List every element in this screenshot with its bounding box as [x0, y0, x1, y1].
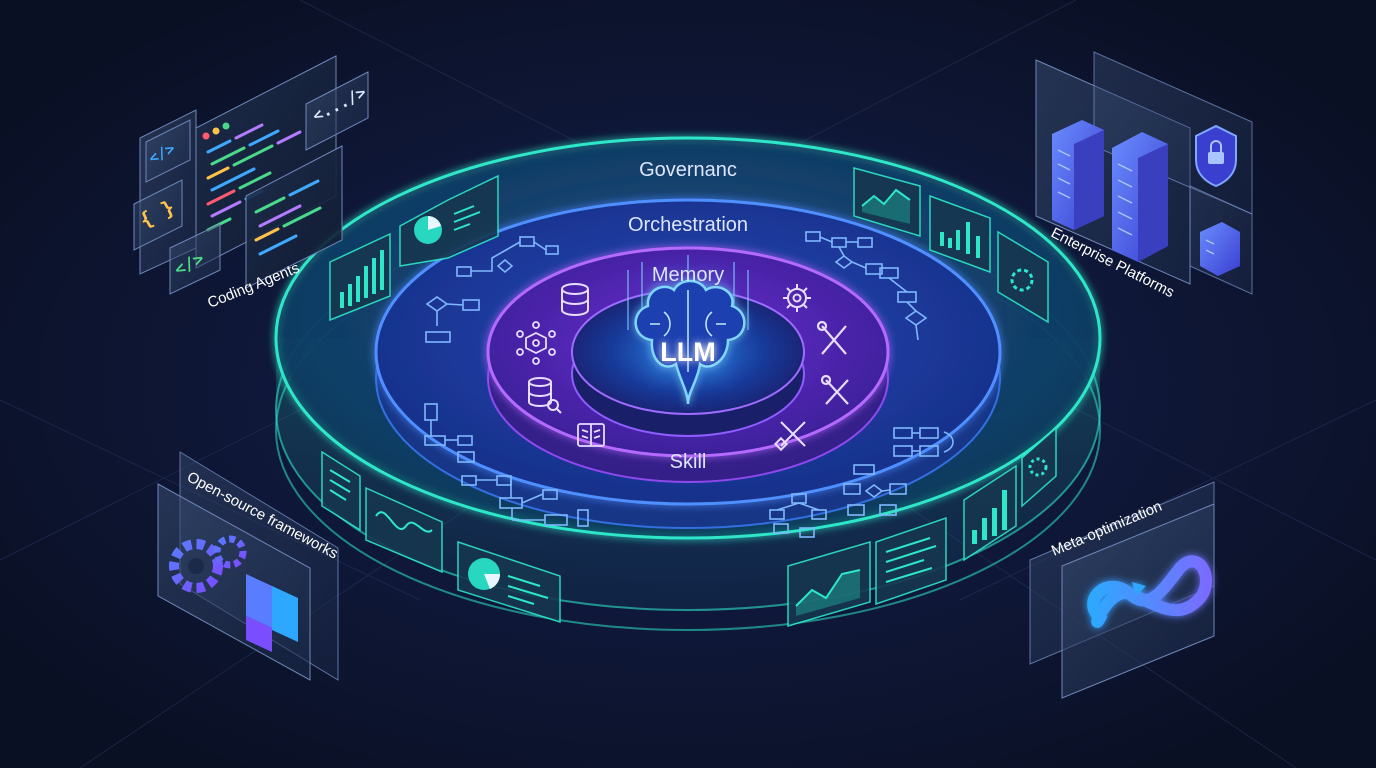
flowchart-icon: [425, 296, 480, 343]
flowchart-icon: [893, 427, 954, 457]
bar-chart-panel-right: [929, 194, 991, 274]
bar-chart-panel-bottom: [963, 464, 1017, 562]
flowchart-icon: [424, 403, 475, 463]
code-lines: [206, 123, 302, 232]
flowchart-icon: [843, 464, 907, 516]
pie-chart-panel-bottom: [457, 540, 561, 624]
brain-icon: [634, 279, 746, 405]
wave-chart-panel: [365, 486, 443, 574]
pie-chart-panel: [399, 174, 499, 267]
window-controls: [202, 122, 230, 140]
memory-label: Memory: [652, 264, 724, 286]
gear-panel-bottom: [1021, 426, 1057, 508]
tools-icon: [820, 374, 849, 405]
meta-optimization-panel: Meta-optimization: [1029, 481, 1215, 699]
gears-icon: [169, 535, 247, 593]
gear-icon: [783, 284, 811, 312]
wrench-screwdriver-icon: [816, 320, 847, 355]
line-chart-panel: [853, 167, 921, 238]
small-building-icon: [1200, 222, 1240, 276]
tag-ellipsis-card: [305, 71, 369, 151]
enterprise-platforms-panel: Enterprise Platforms: [1035, 51, 1253, 301]
flowchart-icon: [456, 236, 559, 277]
document-panel-left: [321, 450, 361, 532]
flowchart-icon: [461, 475, 589, 527]
shield-lock-icon: [1195, 124, 1237, 188]
bar-chart-panel: [329, 232, 391, 322]
governance-mini-panels: [321, 167, 1057, 628]
llm-label: LLM: [660, 337, 715, 367]
database-search-icon: [528, 377, 562, 414]
gear-panel: [997, 230, 1049, 324]
close-tag-card-bottom: [169, 223, 221, 295]
document-panel-bottom: [875, 516, 947, 606]
orchestration-flowcharts: [424, 231, 954, 538]
infinity-loop-icon: [1087, 555, 1212, 628]
flowchart-icon: [769, 493, 827, 538]
network-node-icon: [516, 321, 556, 365]
puzzle-icon: [246, 574, 298, 652]
flowchart-icon: [805, 231, 883, 275]
book-brain-icon: [577, 423, 605, 447]
area-chart-panel: [787, 540, 871, 628]
close-tag-card-top: [145, 119, 191, 183]
database-icon: [561, 283, 589, 316]
governance-label: Governanc: [639, 159, 737, 181]
braces-card: [133, 179, 183, 251]
buildings-icon: [1052, 120, 1168, 262]
orchestration-label: Orchestration: [628, 214, 748, 236]
pencil-ruler-icon: [773, 421, 806, 452]
skill-label: Skill: [670, 451, 707, 473]
flowchart-icon: [879, 267, 928, 341]
